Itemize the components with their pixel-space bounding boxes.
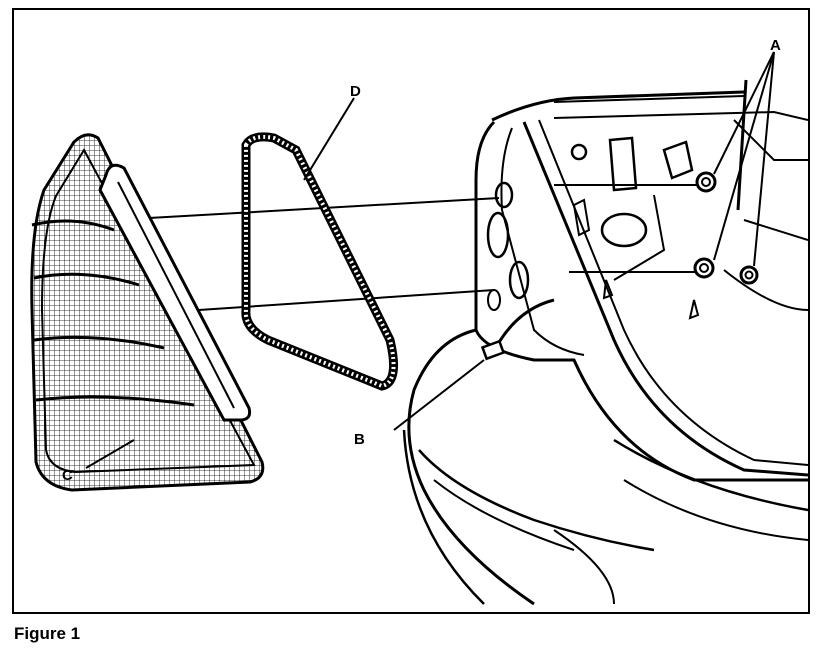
callout-label-d: D bbox=[350, 83, 361, 100]
callout-label-b: B bbox=[354, 431, 365, 448]
alignment-lines bbox=[148, 184, 714, 311]
tail-lamp-exploded-diagram: A D B C bbox=[30, 37, 808, 606]
callout-label-c: C bbox=[62, 467, 73, 484]
leader-lines bbox=[85, 51, 775, 469]
tail-lamp-assembly bbox=[30, 133, 265, 492]
figure-frame: A D B C bbox=[12, 8, 810, 614]
callout-label-a: A bbox=[770, 37, 781, 54]
figure-caption: Figure 1 bbox=[14, 624, 81, 643]
lamp-gasket bbox=[241, 132, 399, 391]
vehicle-rear-body bbox=[402, 79, 808, 606]
